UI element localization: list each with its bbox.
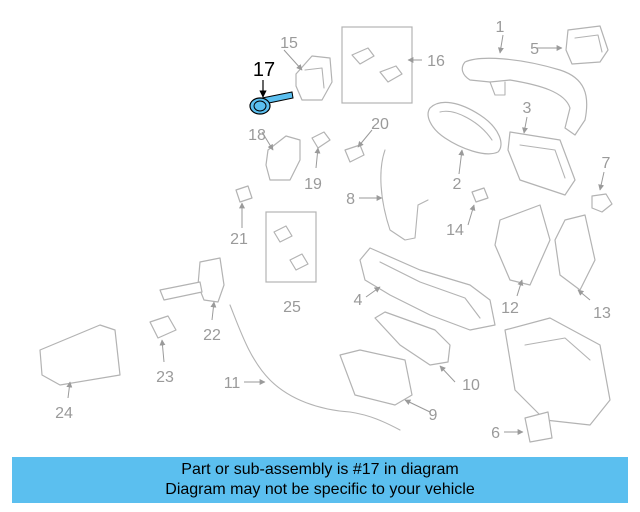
callout-10: 10	[462, 377, 480, 394]
info-banner: Part or sub-assembly is #17 in diagram D…	[12, 457, 628, 503]
inner-handle-9	[339, 349, 413, 406]
parts-diagram: 1 2 3 4 5 6 7 8 9 10 11 12 13 14 15 16 1…	[39, 19, 613, 443]
clip	[591, 193, 613, 213]
leader-lines	[66, 34, 605, 435]
callout-25: 25	[283, 299, 301, 316]
fastener-kit-box	[265, 211, 317, 283]
bracket-upper	[295, 55, 333, 101]
bolt-kit-box	[341, 26, 413, 104]
bolt-21	[235, 185, 253, 203]
callout-6: 6	[491, 425, 500, 442]
outer-door-handle	[461, 57, 588, 136]
bolt-14	[471, 187, 489, 203]
highlighted-bolt-17	[249, 91, 294, 115]
callout-7: 7	[602, 155, 611, 172]
handle-bezel	[427, 101, 502, 155]
release-cable	[229, 304, 401, 431]
door-latch	[504, 317, 611, 443]
callout-8: 8	[346, 191, 355, 208]
callout-23: 23	[156, 369, 174, 386]
bolt-19	[311, 131, 331, 149]
bolt-23	[149, 315, 177, 339]
callout-14: 14	[446, 222, 464, 239]
callout-17-highlighted: 17	[253, 59, 275, 81]
lock-cylinder	[159, 257, 225, 303]
inner-handle-10	[374, 311, 451, 366]
callout-13: 13	[593, 305, 611, 322]
callout-5: 5	[530, 41, 539, 58]
banner-line-2: Diagram may not be specific to your vehi…	[165, 481, 475, 498]
callout-18: 18	[248, 127, 266, 144]
pad-13	[554, 214, 596, 291]
bracket-lower	[265, 135, 301, 181]
handle-cover	[507, 131, 576, 196]
callout-11: 11	[224, 375, 241, 392]
callout-21: 21	[230, 231, 248, 248]
lock-rod	[380, 149, 429, 241]
callout-20: 20	[371, 116, 389, 133]
callout-1: 1	[496, 19, 505, 36]
callout-9: 9	[429, 407, 438, 424]
handle-cap	[565, 25, 609, 65]
callout-3: 3	[523, 100, 532, 117]
banner-line-1: Part or sub-assembly is #17 in diagram	[181, 461, 459, 478]
callout-15: 15	[280, 35, 298, 52]
callout-4: 4	[354, 292, 363, 309]
bolt-20	[344, 144, 365, 163]
callout-24: 24	[55, 405, 73, 422]
pad-12	[494, 204, 551, 286]
handle-frame	[359, 247, 496, 331]
callout-19: 19	[304, 176, 322, 193]
callout-16: 16	[427, 53, 445, 70]
callout-12: 12	[501, 300, 519, 317]
callout-2: 2	[453, 176, 462, 193]
trim-panel-24	[39, 324, 121, 386]
callout-22: 22	[203, 327, 221, 344]
